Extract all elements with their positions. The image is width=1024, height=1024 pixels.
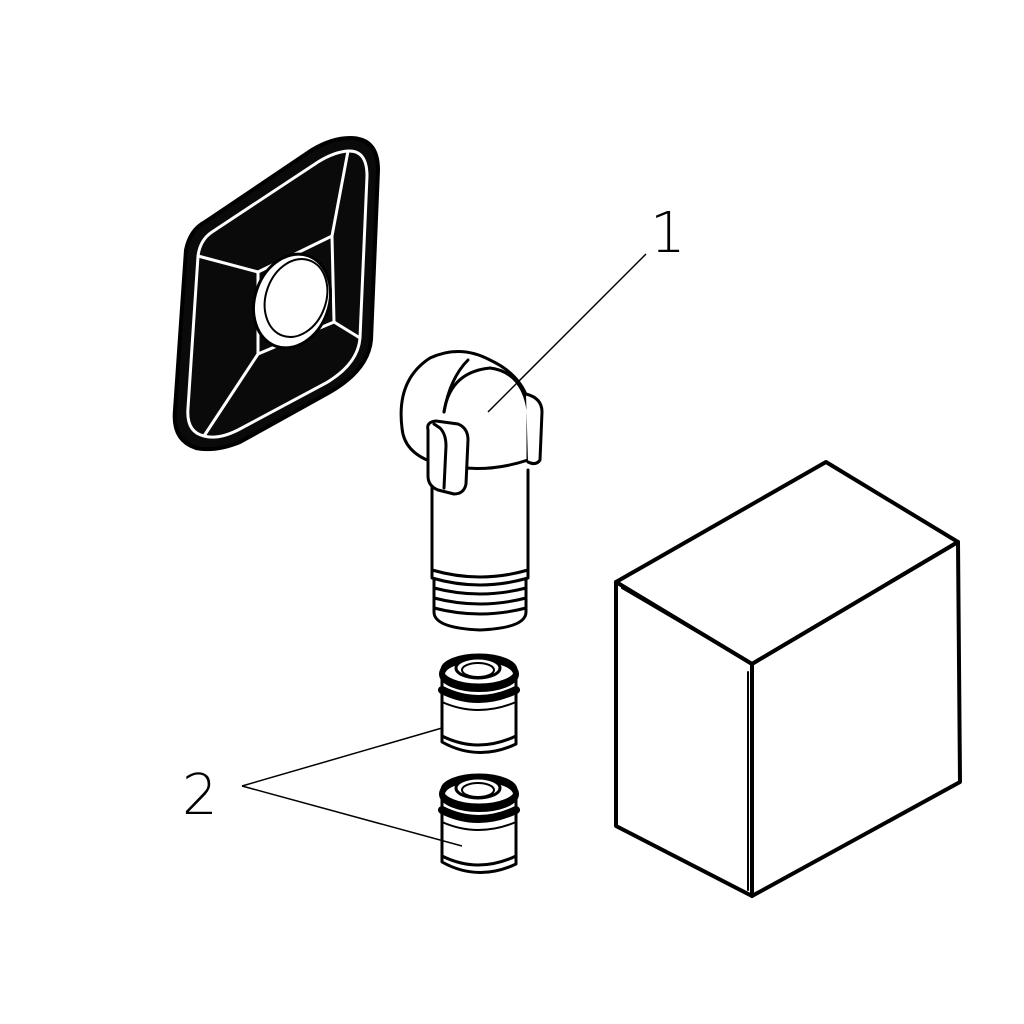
cover-cube xyxy=(614,460,962,898)
leader-line-1 xyxy=(487,253,647,413)
leader-line-2a xyxy=(241,727,443,787)
callout-label-1: 1 xyxy=(650,201,686,266)
wall-rosette xyxy=(172,135,381,452)
elbow-connector xyxy=(399,349,544,632)
adapter-nut-lower xyxy=(438,773,520,874)
callout-1: 1 xyxy=(487,201,686,413)
adapter-nut-upper xyxy=(438,653,520,754)
callout-label-2: 2 xyxy=(182,763,218,828)
callout-2: 2 xyxy=(182,727,463,847)
leader-line-2b xyxy=(241,785,463,847)
